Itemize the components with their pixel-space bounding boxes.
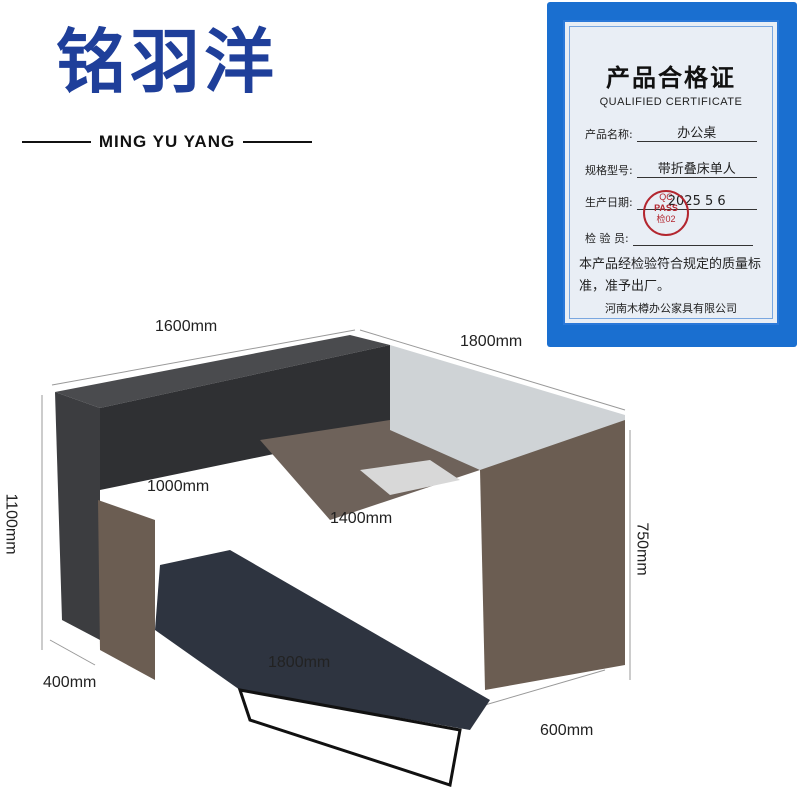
dim-desk-width: 1400mm — [330, 510, 393, 527]
qualified-certificate: 产品合格证 QUALIFIED CERTIFICATE 产品名称:办公桌 规格型… — [547, 2, 797, 347]
dim-desk-height: 750mm — [633, 522, 651, 576]
bed-legs — [237, 688, 462, 787]
cabinet-door — [98, 500, 155, 680]
dim-cabinet-depth: 400mm — [43, 674, 97, 691]
cabinet-top — [55, 335, 390, 408]
brand-name-en: MING YU YANG — [98, 132, 236, 151]
divider — [243, 141, 313, 143]
qc-pass-stamp: QC PASS 检02 — [643, 190, 689, 236]
dim-bed-length: 1800mm — [268, 654, 331, 671]
dim-total-height: 1100mm — [2, 493, 20, 555]
shelf-unit — [100, 345, 390, 490]
privacy-screen — [390, 345, 625, 470]
cert-company: 河南木樽办公家具有限公司 — [605, 302, 737, 315]
brand-name-cn: 铭羽洋 — [56, 21, 278, 103]
side-panel — [480, 420, 625, 690]
folding-bed — [155, 550, 490, 730]
cert-title: 产品合格证 — [606, 64, 736, 92]
cert-subtitle: QUALIFIED CERTIFICATE — [599, 96, 743, 108]
cert-field-model: 规格型号:带折叠床单人 — [585, 158, 757, 178]
cert-note: 本产品经检验符合规定的质量标准，准予出厂。 — [579, 257, 762, 294]
brand-logo: 铭羽洋 MING YU YANG — [22, 21, 313, 151]
cert-field-inspector: 检 验 员: — [585, 230, 753, 246]
cert-field-product: 产品名称:办公桌 — [585, 122, 757, 142]
dim-desk-length: 1800mm — [460, 333, 523, 350]
dim-shelf-width: 1000mm — [147, 478, 210, 495]
divider — [22, 141, 91, 143]
cabinet-body — [55, 392, 100, 640]
dim-cabinet-length: 1600mm — [155, 318, 218, 335]
dim-desk-depth: 600mm — [540, 722, 594, 739]
brand-name-en-row: MING YU YANG — [22, 132, 313, 152]
dimension-lines — [41, 329, 631, 706]
laptop — [360, 460, 460, 495]
